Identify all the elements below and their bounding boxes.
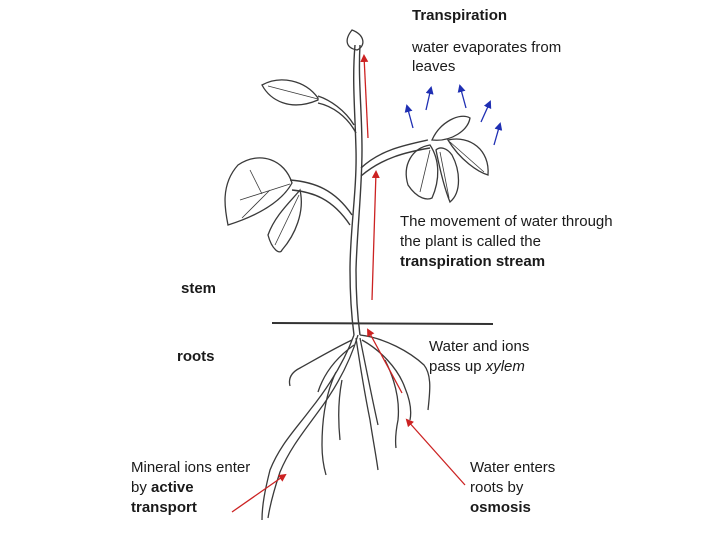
xylem-prefix: pass up [429,358,486,375]
bud-icon [346,29,364,51]
stream-line2: the plant is called the [400,233,541,250]
evaporation-arrow-3 [457,84,467,109]
xylem-line1: Water and ions [429,338,530,355]
active-prefix: by [131,479,152,496]
transpiration-desc-line2: leaves [412,58,456,75]
leaves [224,79,489,253]
stream-line1: The movement of water through [400,213,613,230]
stem-label: stem [181,280,217,297]
stream-term: transpiration stream [400,253,546,270]
evaporation-arrow-4 [480,100,492,123]
water-arrow-xylem [367,328,403,394]
plant-roots [261,334,431,521]
water-flow-arrows [231,54,466,513]
plant-stem [289,44,431,336]
water-arrow-upper [360,54,369,139]
active-term-2: transport [131,499,197,516]
active-term: active [151,479,194,496]
xylem-line2: pass up xylem [429,357,525,376]
water-arrow-osmosis [405,418,466,486]
roots-label: roots [177,348,215,365]
transpiration-desc-line1: water evaporates from [412,39,562,56]
water-arrow-ions [231,473,287,513]
active-line1: Mineral ions enter [131,459,251,476]
evaporation-arrow-1 [404,104,414,129]
xylem-term: xylem [485,358,525,375]
soil-line [271,322,494,325]
water-arrow-middle [371,170,380,301]
evaporation-arrow-5 [493,122,503,146]
osmosis-term: osmosis [470,499,531,516]
transpiration-title: Transpiration [412,7,508,24]
osmosis-line1: Water enters [470,459,556,476]
evaporation-arrows [404,84,503,146]
evaporation-arrow-2 [425,86,434,111]
active-line2: by active [131,478,194,497]
osmosis-line2: roots by [470,479,524,496]
